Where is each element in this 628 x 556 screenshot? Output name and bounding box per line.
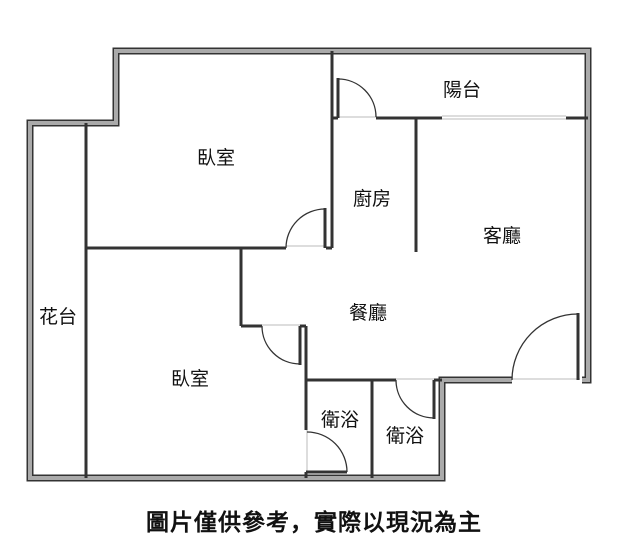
label-balcony: 陽台 — [443, 79, 481, 101]
label-bedroom-top: 臥室 — [197, 147, 235, 169]
label-kitchen: 廚房 — [353, 187, 391, 210]
label-bathroom-right: 衛浴 — [386, 425, 424, 447]
doors — [261, 78, 580, 474]
label-living-room: 客廳 — [483, 225, 521, 247]
label-bedroom-bottom: 臥室 — [171, 368, 209, 390]
room-labels: 陽台 臥室 廚房 客廳 餐廳 花台 臥室 衛浴 衛浴 — [39, 79, 521, 447]
floor-plan: 陽台 臥室 廚房 客廳 餐廳 花台 臥室 衛浴 衛浴 — [26, 47, 592, 482]
bathroom-left-door[interactable] — [306, 431, 348, 474]
bathroom-right-door[interactable] — [395, 379, 436, 419]
bedroom-top-door[interactable] — [285, 208, 327, 249]
bedroom-bottom-door[interactable] — [261, 325, 302, 365]
label-dining-room: 餐廳 — [349, 302, 387, 324]
label-planter: 花台 — [39, 306, 77, 328]
entrance-door[interactable] — [511, 313, 580, 381]
disclaimer-caption: 圖片僅供參考，實際以現況為主 — [146, 510, 482, 536]
label-bathroom-left: 衛浴 — [321, 409, 359, 431]
openings — [262, 113, 582, 472]
balcony-door[interactable] — [336, 78, 377, 118]
